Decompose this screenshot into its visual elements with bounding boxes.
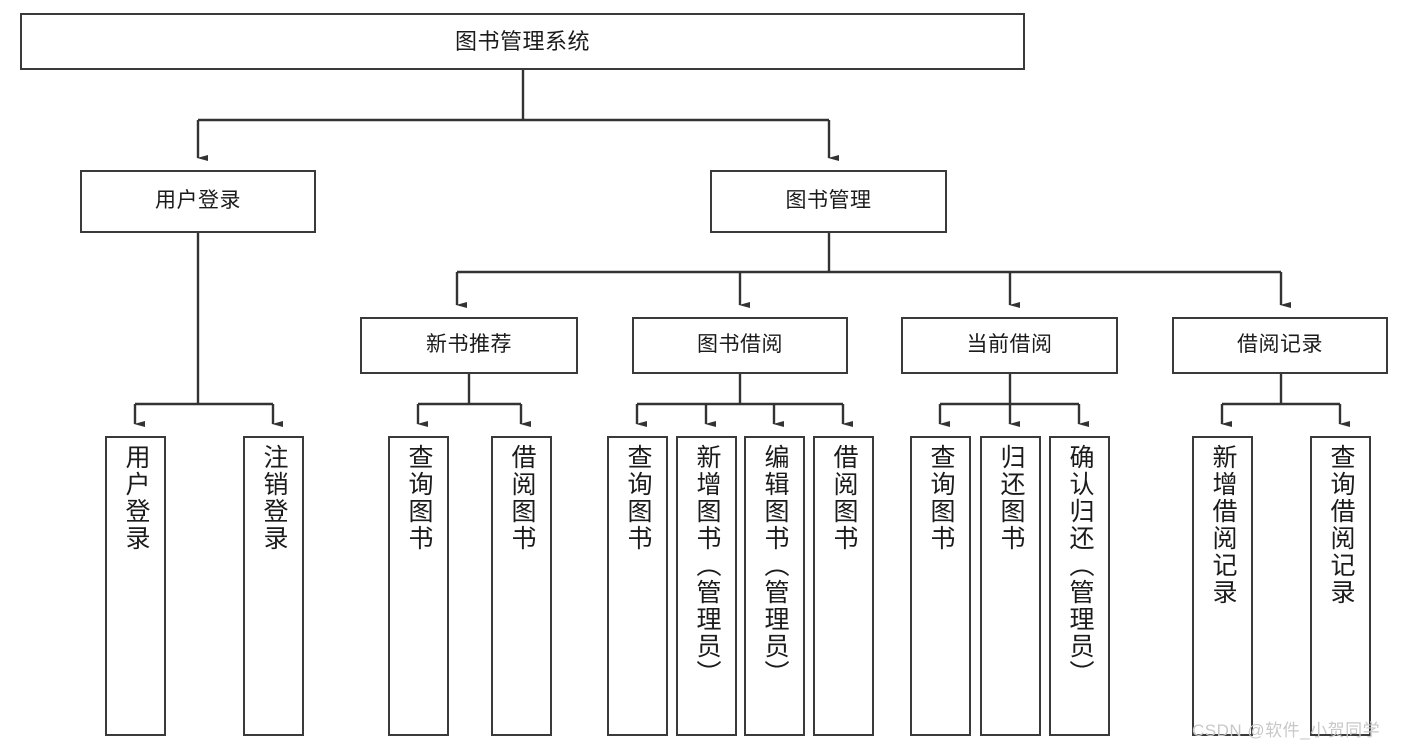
- leaf-borrow-add-book-admin[interactable]: 新增图书（管理员）: [676, 436, 737, 736]
- node-label: 用户登录: [122, 444, 150, 552]
- node-root-system[interactable]: 图书管理系统: [20, 13, 1025, 70]
- leaf-current-confirm-return-admin[interactable]: 确认归还（管理员）: [1049, 436, 1110, 736]
- leaf-records-add-record[interactable]: 新增借阅记录: [1192, 436, 1253, 736]
- node-label: 归还图书: [997, 444, 1025, 552]
- leaf-borrow-query-book[interactable]: 查询图书: [607, 436, 668, 736]
- node-label: 查询图书: [927, 444, 955, 552]
- node-borrow-records[interactable]: 借阅记录: [1172, 317, 1388, 374]
- node-label: 借阅图书: [830, 444, 858, 552]
- node-label: 确认归还（管理员）: [1066, 444, 1094, 687]
- leaf-records-query-record[interactable]: 查询借阅记录: [1310, 436, 1371, 736]
- node-user-login[interactable]: 用户登录: [80, 170, 316, 233]
- node-label: 注销登录: [260, 444, 288, 552]
- node-new-book-recommend[interactable]: 新书推荐: [360, 317, 578, 374]
- node-label: 新增图书（管理员）: [693, 444, 721, 687]
- node-label: 图书借阅: [697, 333, 783, 357]
- node-label: 新增借阅记录: [1209, 444, 1237, 606]
- leaf-user-login-signin[interactable]: 用户登录: [105, 436, 166, 736]
- node-label: 新书推荐: [426, 333, 512, 357]
- node-label: 图书管理: [785, 189, 872, 213]
- node-current-borrow[interactable]: 当前借阅: [901, 317, 1118, 374]
- leaf-new-book-query[interactable]: 查询图书: [388, 436, 449, 736]
- node-label: 借阅记录: [1237, 333, 1323, 357]
- leaf-borrow-borrow-book[interactable]: 借阅图书: [813, 436, 874, 736]
- node-book-management[interactable]: 图书管理: [710, 170, 947, 233]
- node-label: 查询图书: [405, 444, 433, 552]
- node-label: 图书管理系统: [454, 28, 590, 54]
- node-label: 借阅图书: [508, 444, 536, 552]
- node-book-borrow[interactable]: 图书借阅: [632, 317, 848, 374]
- node-label: 用户登录: [155, 189, 241, 213]
- node-label: 查询图书: [624, 444, 652, 552]
- node-label: 编辑图书（管理员）: [761, 444, 789, 687]
- leaf-borrow-edit-book-admin[interactable]: 编辑图书（管理员）: [744, 436, 805, 736]
- node-label: 当前借阅: [966, 333, 1053, 357]
- leaf-user-login-logout[interactable]: 注销登录: [243, 436, 304, 736]
- leaf-new-book-borrow[interactable]: 借阅图书: [491, 436, 552, 736]
- leaf-current-return-book[interactable]: 归还图书: [980, 436, 1041, 736]
- node-label: 查询借阅记录: [1327, 444, 1355, 606]
- leaf-current-query-book[interactable]: 查询图书: [910, 436, 971, 736]
